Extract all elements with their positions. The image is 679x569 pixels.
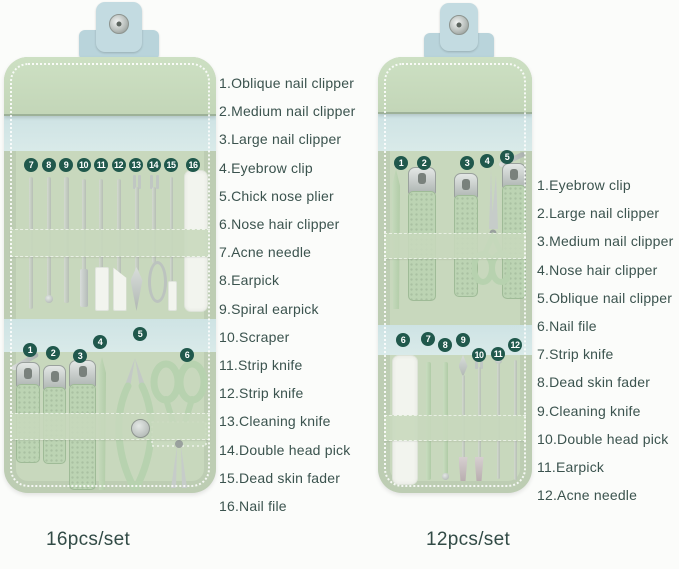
left-item-list: 1.Oblique nail clipper 2.Medium nail cli… xyxy=(219,69,355,520)
badge-5: 5 xyxy=(500,150,514,164)
badge-3: 3 xyxy=(73,349,87,363)
left-set-caption: 16pcs/set xyxy=(46,529,131,550)
badge-9: 9 xyxy=(59,158,73,172)
list-item: 10.Double head pick xyxy=(537,430,669,447)
list-item: 10.Scraper xyxy=(219,328,290,345)
list-item: 1.Oblique nail clipper xyxy=(219,75,355,91)
tool-dead-skin-fader-tip xyxy=(441,473,449,480)
badge-5: 5 xyxy=(133,327,147,341)
left-pouch: 7 8 9 10 11 12 13 14 15 16 1 2 xyxy=(4,57,216,493)
badge-9: 9 xyxy=(456,333,470,347)
badge-8: 8 xyxy=(438,338,452,352)
list-item: 9.Cleaning knife xyxy=(537,402,641,419)
right-item-list: 1.Eyebrow clip 2.Large nail clipper 3.Me… xyxy=(537,171,673,509)
badge-10: 10 xyxy=(472,348,486,362)
list-item: 11.Strip knife xyxy=(219,357,303,374)
badge-3: 3 xyxy=(460,156,474,170)
badge-1: 1 xyxy=(394,156,408,170)
left-inner-snap-icon xyxy=(131,419,150,438)
list-item: 3.Medium nail clipper xyxy=(537,233,674,250)
right-pouch-flap xyxy=(378,57,532,114)
tool-double-head-pick-tip xyxy=(474,457,484,481)
tool-medium-clipper-head xyxy=(454,173,478,199)
badge-1: 1 xyxy=(23,343,37,357)
list-item: 11.Earpick xyxy=(537,459,605,476)
left-lining-band-top xyxy=(4,116,216,151)
tool-double-head-pick-prong xyxy=(155,175,159,189)
list-item: 9.Spiral earpick xyxy=(219,300,319,317)
list-item: 13.Cleaning knife xyxy=(219,413,331,430)
tool-scraper-blade xyxy=(79,269,88,307)
badge-12: 12 xyxy=(111,158,126,172)
tool-cleaning-knife-prong xyxy=(138,175,141,189)
badge-4: 4 xyxy=(480,154,494,168)
tool-cleaning-knife-tip xyxy=(458,457,468,481)
left-pouch-flap xyxy=(4,57,216,116)
right-pouch: 1 2 3 4 5 6 7 8 9 10 11 12 xyxy=(378,57,532,493)
right-set-caption: 12pcs/set xyxy=(426,529,511,550)
right-lining-band-top xyxy=(378,114,532,151)
badge-11: 11 xyxy=(491,347,505,361)
list-item: 4.Eyebrow clip xyxy=(219,159,313,176)
right-elastic-band-top xyxy=(384,233,526,259)
list-item: 3.Large nail clipper xyxy=(219,131,342,148)
list-item: 8.Dead skin fader xyxy=(537,374,651,391)
badge-6: 6 xyxy=(396,333,410,347)
list-item: 4.Nose hair clipper xyxy=(537,261,658,278)
list-item: 8.Earpick xyxy=(219,272,280,289)
left-lining-band-middle xyxy=(4,319,216,352)
tool-cleaning-knife-blade xyxy=(130,267,143,311)
tool-double-head-pick-prong xyxy=(480,357,483,369)
tool-large-clipper-head xyxy=(408,167,436,195)
badge-2: 2 xyxy=(46,346,60,360)
badge-7: 7 xyxy=(421,332,435,346)
tool-cleaning-knife-blade xyxy=(458,355,468,377)
list-item: 15.Dead skin fader xyxy=(219,469,341,486)
tool-dead-skin-fader-tip xyxy=(167,281,177,311)
tool-strip-knife-2-blade xyxy=(112,267,127,311)
list-item: 6.Nail file xyxy=(537,318,597,335)
tool-double-head-pick xyxy=(152,187,156,263)
badge-15: 15 xyxy=(164,158,178,172)
badge-13: 13 xyxy=(129,158,143,172)
badge-2: 2 xyxy=(417,156,431,170)
list-item: 7.Acne needle xyxy=(219,244,312,261)
right-elastic-band-bottom xyxy=(384,415,526,441)
left-strap xyxy=(96,2,142,52)
list-item: 1.Eyebrow clip xyxy=(537,177,631,193)
list-item: 7.Strip knife xyxy=(537,346,614,363)
badge-10: 10 xyxy=(76,158,91,172)
left-elastic-band-bottom xyxy=(10,413,210,440)
right-snap-button-icon xyxy=(449,15,469,35)
tool-double-head-pick-loop xyxy=(147,261,167,303)
tool-earpick-head xyxy=(44,295,53,303)
list-item: 5.Oblique nail clipper xyxy=(537,289,673,306)
tool-cleaning-knife-prong xyxy=(132,175,136,189)
tool-double-head-pick-prong xyxy=(150,175,153,189)
list-item: 2.Large nail clipper xyxy=(537,205,660,222)
left-elastic-band-top xyxy=(10,229,210,257)
left-snap-button-icon xyxy=(109,14,129,34)
list-item: 2.Medium nail clipper xyxy=(219,103,356,120)
tool-double-head-pick xyxy=(477,367,481,459)
badge-14: 14 xyxy=(146,158,161,172)
list-item: 12.Strip knife xyxy=(219,385,304,402)
badge-7: 7 xyxy=(24,158,38,172)
badge-11: 11 xyxy=(94,158,108,172)
tool-oblique-clipper-head xyxy=(502,163,526,189)
tool-strip-knife-1-blade xyxy=(95,267,109,311)
badge-8: 8 xyxy=(41,158,56,172)
badge-4: 4 xyxy=(93,335,107,349)
badge-16: 16 xyxy=(186,158,200,172)
tool-large-clipper-head xyxy=(69,360,96,388)
badge-6: 6 xyxy=(180,348,194,362)
list-item: 12.Acne needle xyxy=(537,487,638,504)
list-item: 14.Double head pick xyxy=(219,441,351,458)
right-strap xyxy=(440,3,478,51)
tool-double-head-pick-prong xyxy=(475,357,478,369)
list-item: 16.Nail file xyxy=(219,498,287,515)
list-item: 5.Chick nose plier xyxy=(219,187,334,204)
badge-12: 12 xyxy=(508,338,522,352)
list-item: 6.Nose hair clipper xyxy=(219,216,340,233)
